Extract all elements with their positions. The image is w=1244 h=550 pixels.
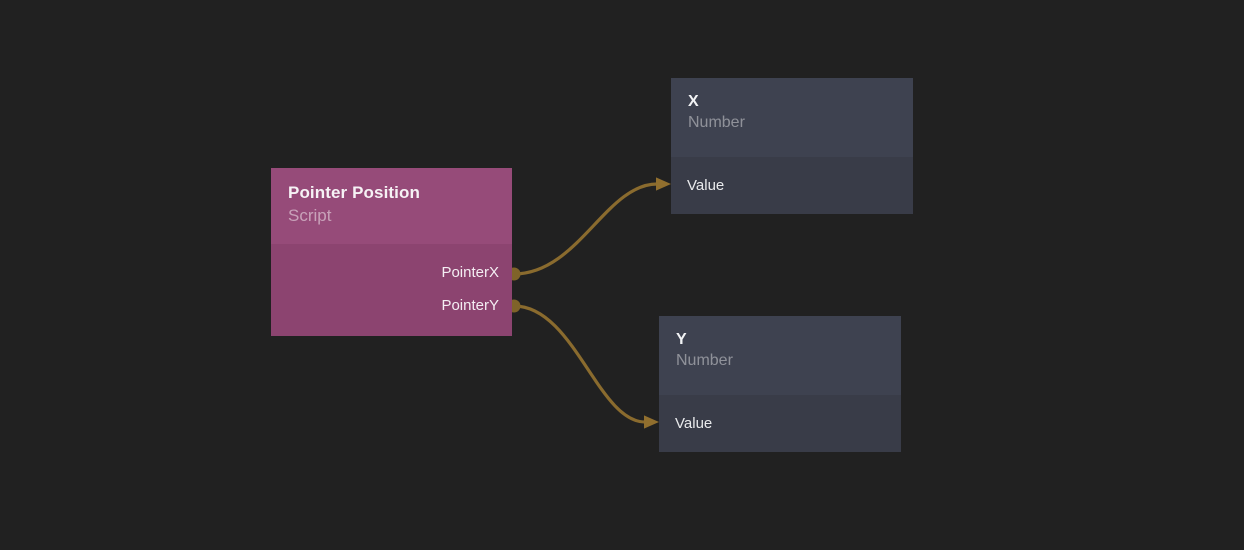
x-value-input-arrow-icon (656, 177, 671, 191)
node-pointer-position[interactable]: Pointer Position Script PointerX Pointer… (271, 168, 512, 336)
input-label-value: Value (675, 415, 713, 432)
wire-pointerx-to-x-value[interactable] (513, 182, 658, 276)
y-value-input-arrow-icon (644, 415, 659, 429)
node-subtitle: Number (676, 352, 733, 369)
node-y-body: Value (659, 395, 901, 452)
node-pointer-position-body: PointerX PointerY (271, 244, 512, 336)
node-subtitle: Number (688, 114, 745, 131)
wire-pointery-to-y-value[interactable] (513, 304, 646, 424)
output-label-pointerx: PointerX (441, 264, 499, 281)
node-title: Pointer Position (288, 183, 420, 202)
node-y[interactable]: Y Number Value (659, 316, 901, 452)
output-label-pointery: PointerY (441, 297, 499, 314)
input-label-value: Value (687, 177, 725, 194)
node-x[interactable]: X Number Value (671, 78, 913, 214)
node-pointer-position-header[interactable]: Pointer Position Script (271, 168, 512, 244)
node-y-header[interactable]: Y Number (659, 316, 901, 395)
node-x-body: Value (671, 157, 913, 214)
node-title: Y (676, 331, 687, 348)
node-title: X (688, 93, 699, 110)
node-subtitle: Script (288, 206, 332, 225)
node-x-header[interactable]: X Number (671, 78, 913, 157)
